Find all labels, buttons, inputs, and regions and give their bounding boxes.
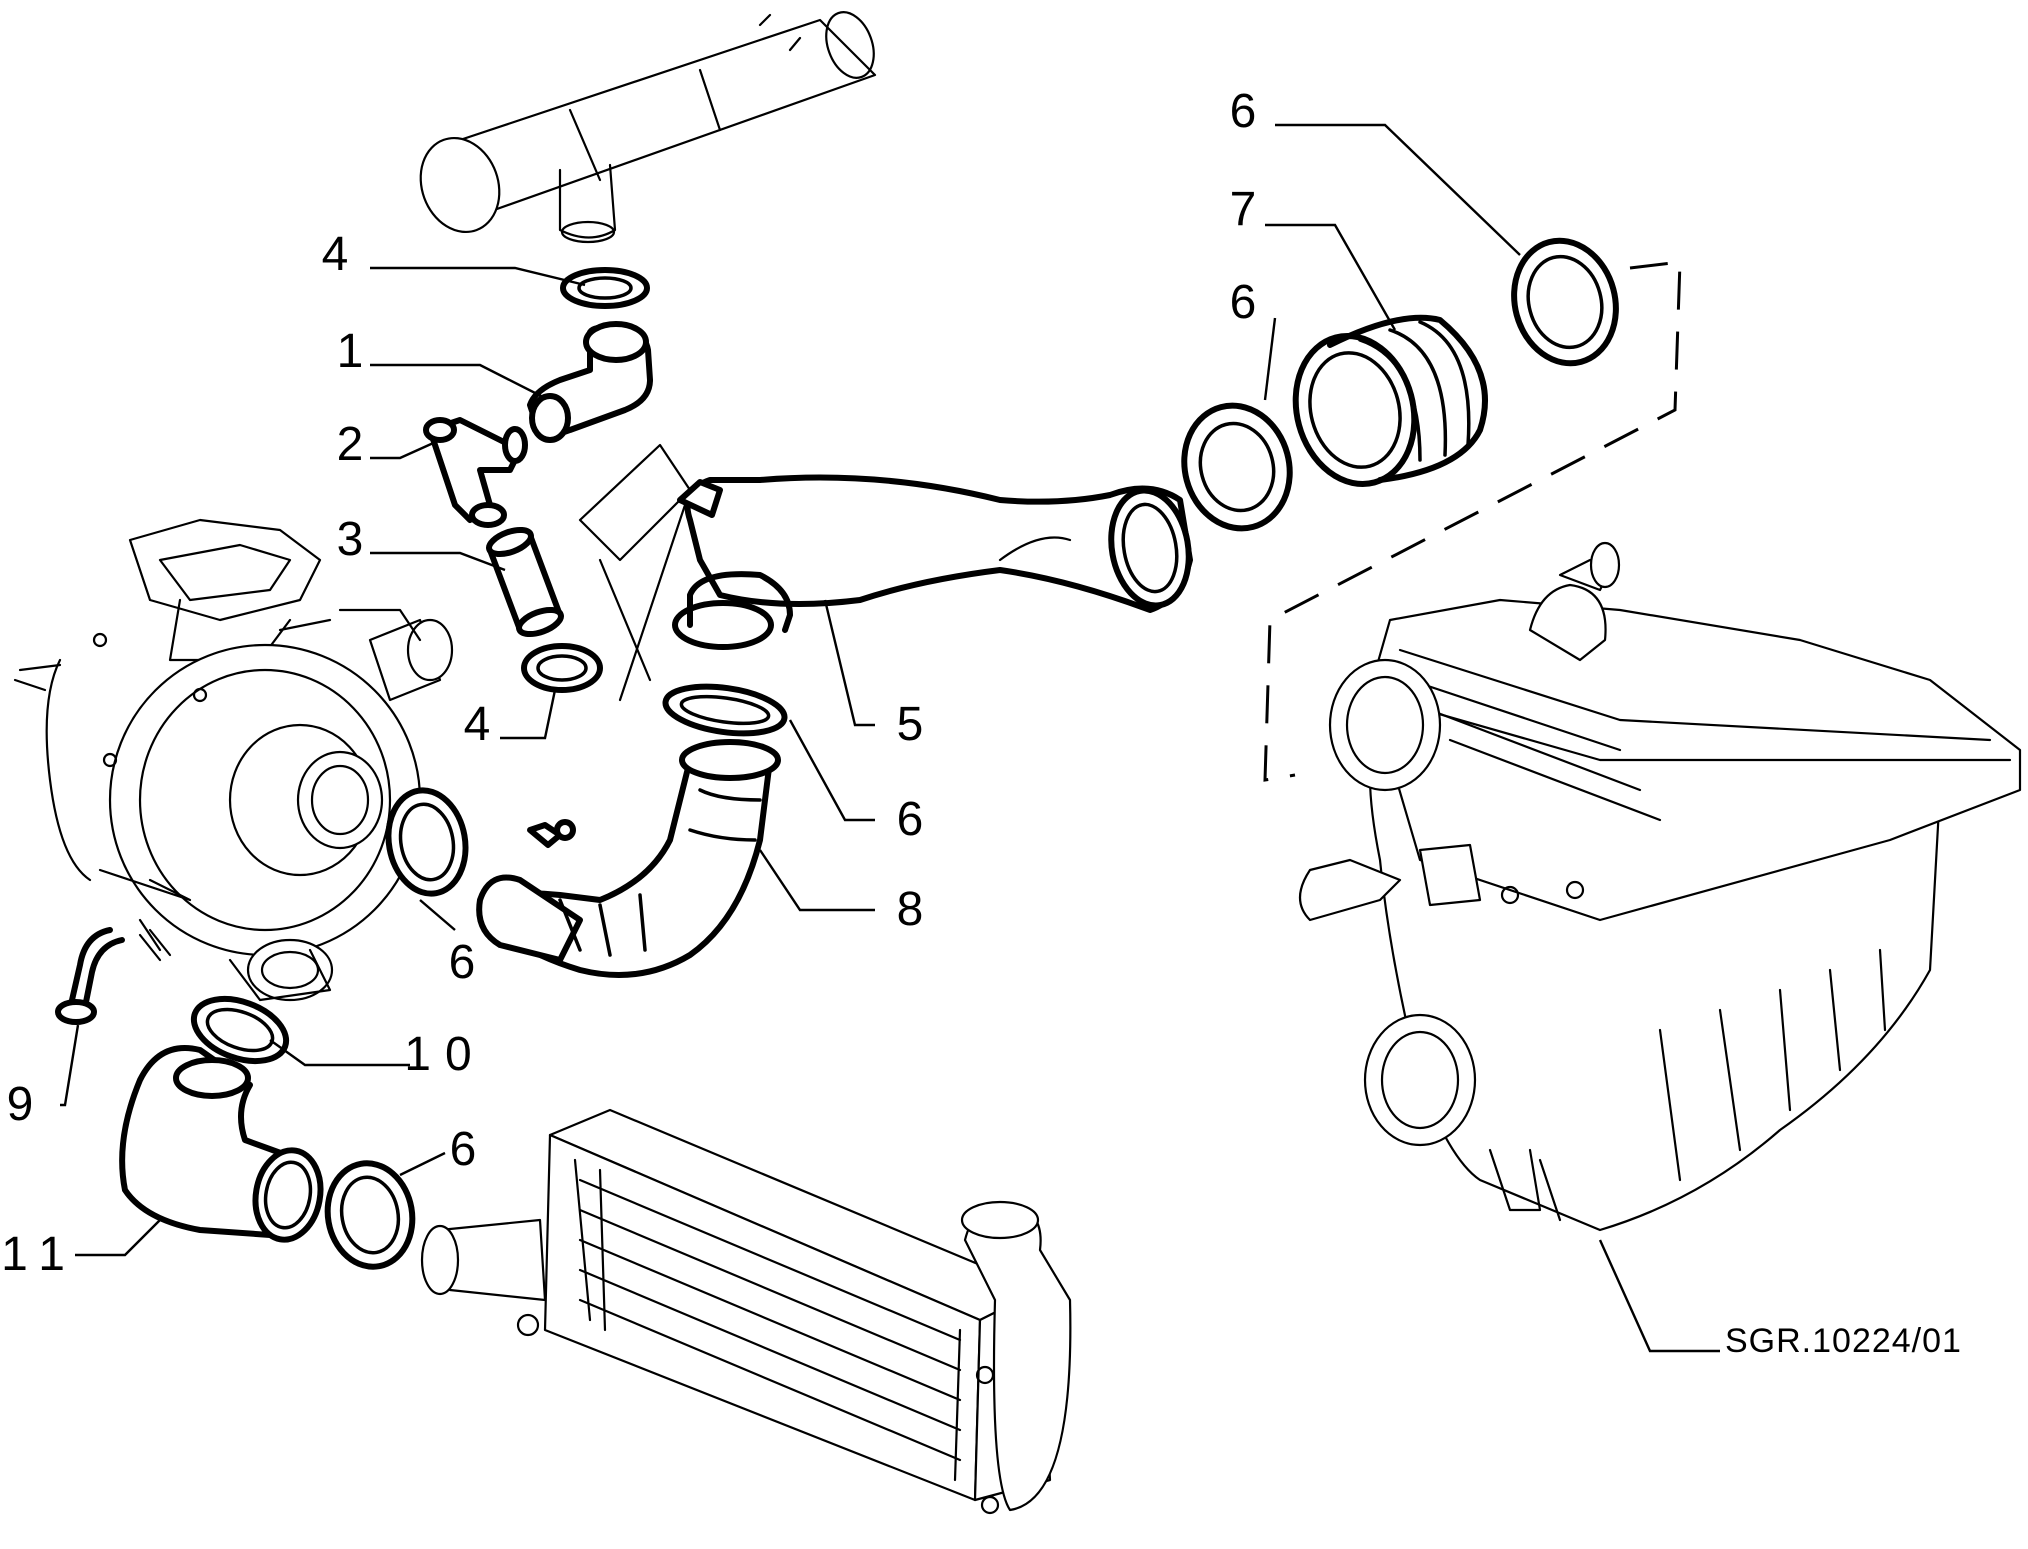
intercooler xyxy=(420,1108,1072,1515)
lower-hose-8 xyxy=(476,739,781,978)
air-filter-box xyxy=(1298,541,2022,1232)
callout-8: 8 xyxy=(897,883,924,936)
callout-4-top: 4 xyxy=(322,228,349,281)
callout-3: 3 xyxy=(337,513,364,566)
leader-lines xyxy=(60,123,1720,1353)
turbocharger xyxy=(13,518,454,1002)
clamp-6-bottom xyxy=(324,1160,416,1270)
callout-7: 7 xyxy=(1230,183,1257,236)
sleeve-3 xyxy=(486,526,564,638)
callout-10: 10 xyxy=(404,1028,485,1081)
valve-2 xyxy=(423,417,528,528)
callout-2: 2 xyxy=(337,418,364,471)
main-hose-5 xyxy=(672,474,1193,650)
upper-pipe xyxy=(419,11,877,244)
clamp-6-mid xyxy=(1181,402,1293,532)
clamp-10 xyxy=(190,995,290,1065)
callout-6-bottom: 6 xyxy=(450,1123,477,1176)
callout-1: 1 xyxy=(337,325,364,378)
callout-4-lower: 4 xyxy=(464,698,491,751)
dashed-connector xyxy=(1263,260,1682,782)
callout-9: 9 xyxy=(7,1078,34,1131)
clamp-6-left xyxy=(385,787,469,897)
elbow-hose-11 xyxy=(119,1045,324,1243)
clamp-4-top xyxy=(560,267,650,309)
bellows-7 xyxy=(1292,314,1488,487)
clamp-6-top-right xyxy=(1511,237,1619,367)
callout-6-left: 6 xyxy=(449,936,476,989)
callout-6-hose: 6 xyxy=(897,793,924,846)
callout-5: 5 xyxy=(897,698,924,751)
callout-6-top-right: 6 xyxy=(1230,85,1257,138)
elbow-hose-1 xyxy=(527,321,653,443)
clamp-4-lower xyxy=(521,643,603,693)
clamp-6-hose xyxy=(662,683,788,737)
callout-11: 11 xyxy=(1,1228,79,1281)
reference-code: SGR.10224/01 xyxy=(1725,1322,1962,1360)
small-hose-9 xyxy=(55,927,172,1025)
callout-6-mid: 6 xyxy=(1230,276,1257,329)
callout-labels: 4 1 2 3 4 5 6 8 6 7 6 6 9 10 11 6 xyxy=(1,85,1256,1281)
